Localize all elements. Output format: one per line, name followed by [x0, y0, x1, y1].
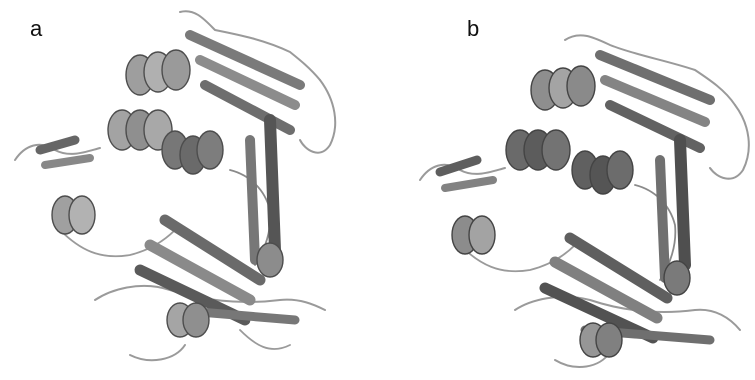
panel-a: a — [0, 0, 378, 380]
protein-structure-b — [405, 0, 755, 380]
protein-structure-a — [0, 0, 378, 380]
panel-b: b — [405, 0, 755, 380]
